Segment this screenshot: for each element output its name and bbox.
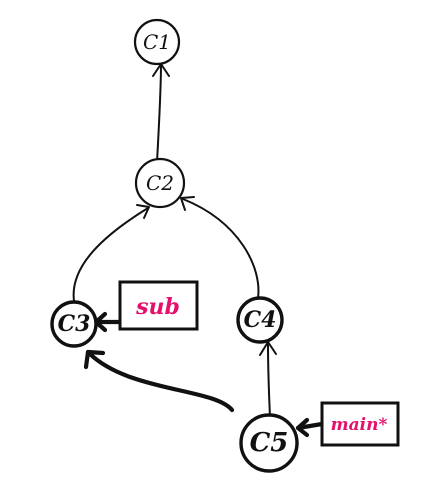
edge-c2-to-c1 xyxy=(156,63,162,163)
branch-label-sub[interactable]: sub xyxy=(118,280,199,331)
branch-pointer-main-head xyxy=(295,417,310,438)
edge-c3-to-c2 xyxy=(72,207,149,302)
commit-label-c4: C4 xyxy=(244,307,277,333)
arrowhead-c3 xyxy=(83,349,106,370)
edge-c5-to-c3 xyxy=(87,351,235,413)
commit-node-c2[interactable]: C2 xyxy=(134,157,186,209)
commit-label-c1: C1 xyxy=(143,30,171,54)
edge-c5-to-c4 xyxy=(267,343,271,418)
commit-node-c4[interactable]: C4 xyxy=(236,296,284,344)
commit-node-c5[interactable]: C5 xyxy=(239,413,299,473)
branch-name-sub: sub xyxy=(135,294,180,320)
arrowhead-c2-left xyxy=(136,204,150,219)
branch-pointer-main xyxy=(295,421,325,431)
commit-label-c5: C5 xyxy=(250,428,289,458)
branch-label-main[interactable]: main* xyxy=(320,401,400,447)
branch-name-main: main* xyxy=(331,415,388,435)
commit-node-c3[interactable]: C3 xyxy=(50,300,98,348)
commit-label-c3: C3 xyxy=(58,311,91,337)
commit-label-c2: C2 xyxy=(146,171,174,195)
arrowhead-c2-right xyxy=(180,196,195,211)
edge-c4-to-c2 xyxy=(182,198,260,299)
commit-node-c1[interactable]: C1 xyxy=(133,18,181,66)
